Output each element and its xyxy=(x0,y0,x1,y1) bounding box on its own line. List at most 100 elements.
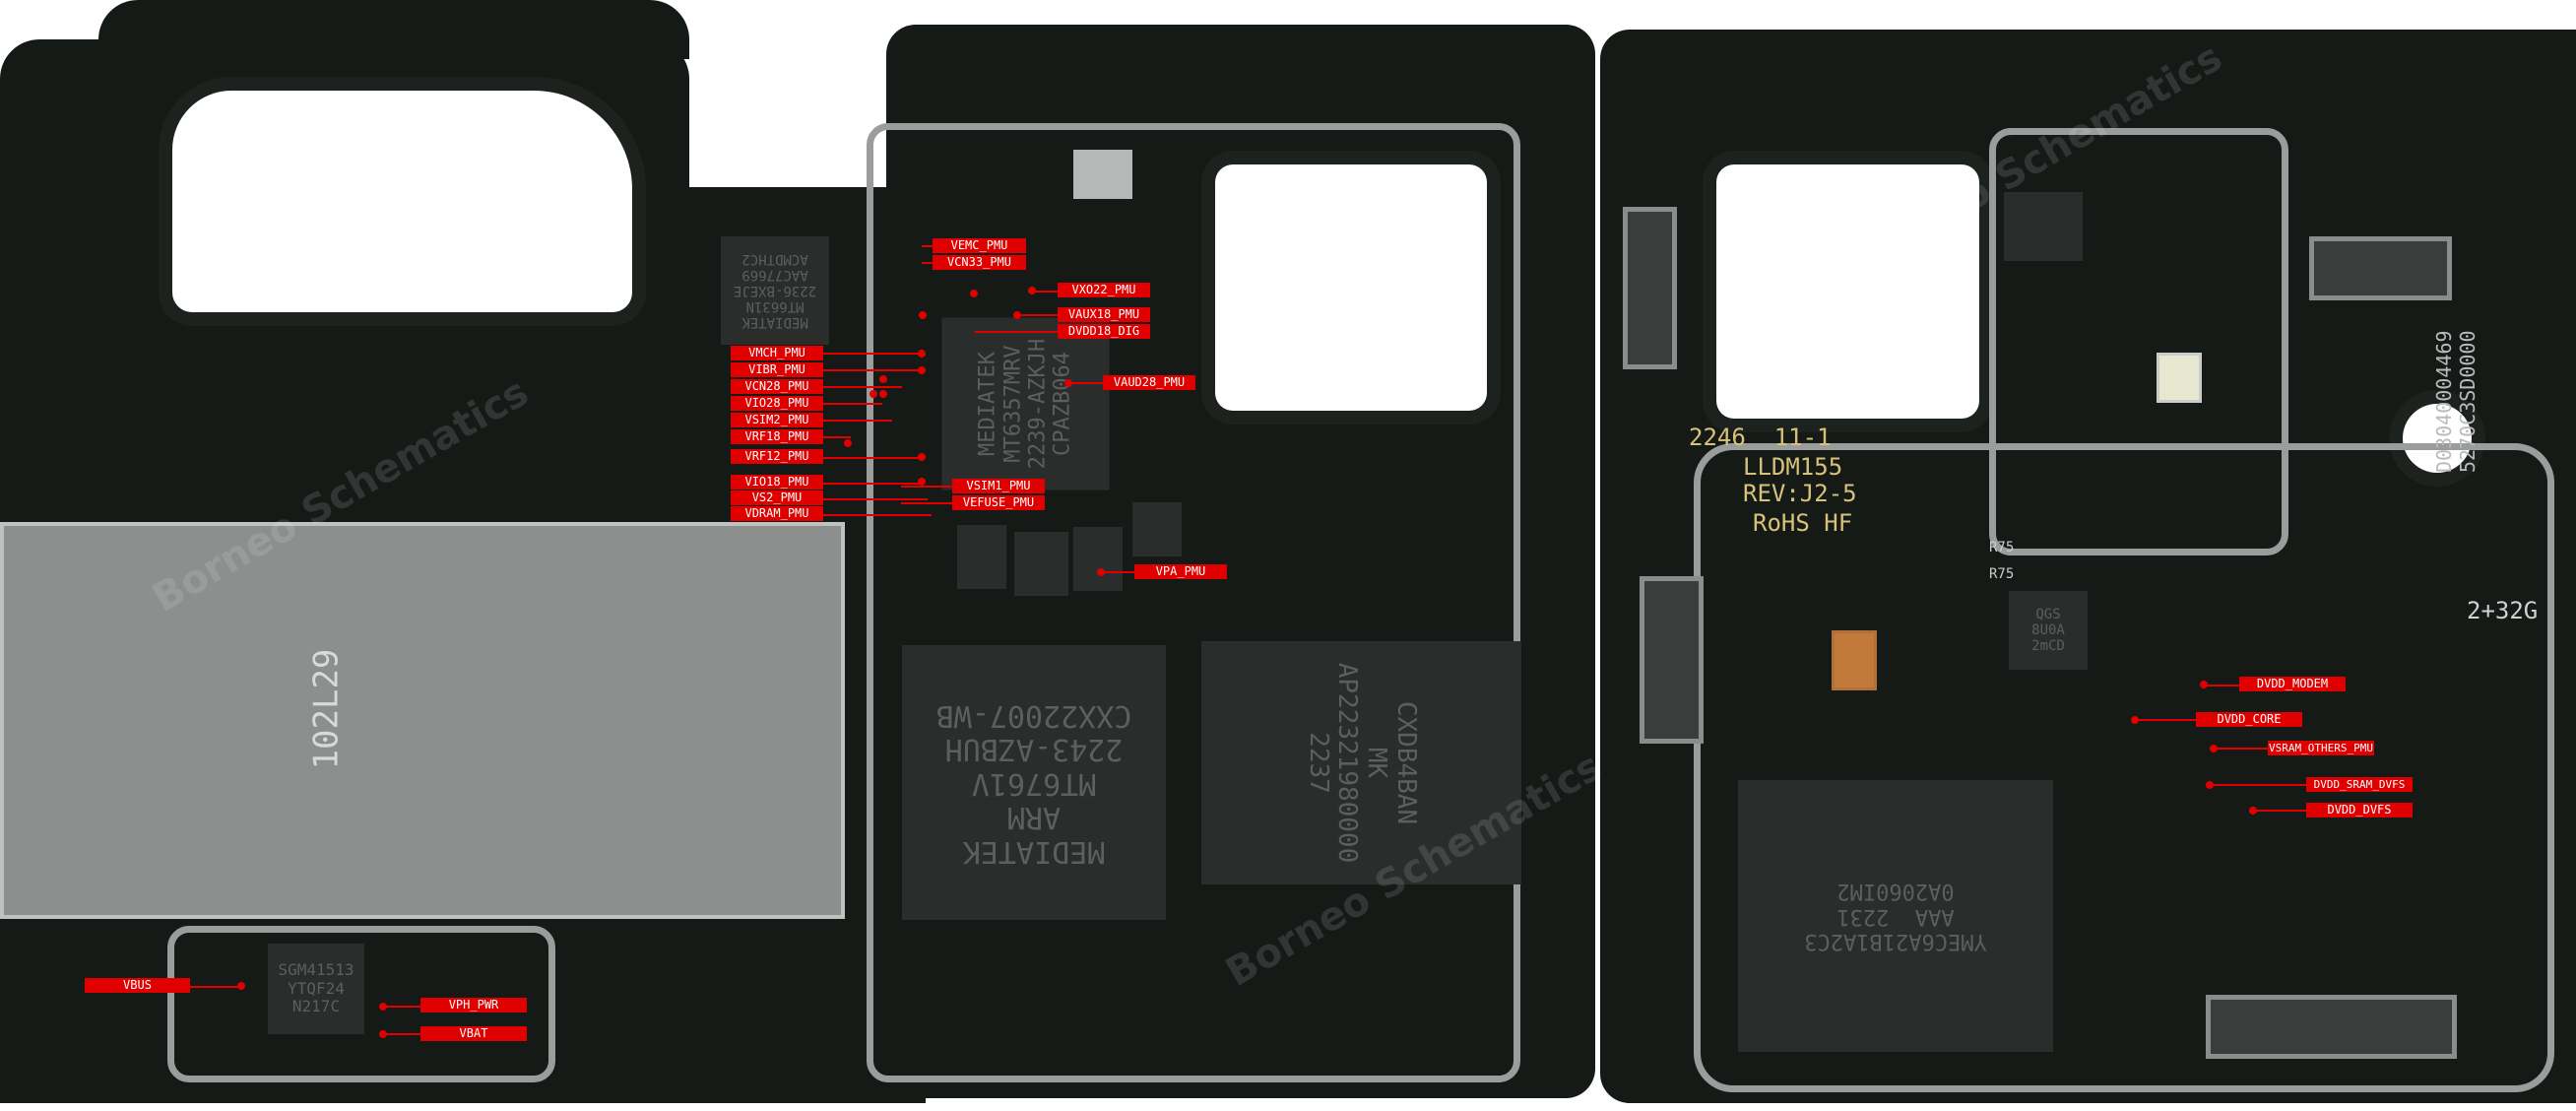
leader-line xyxy=(823,483,922,485)
label-vbus: VBUS xyxy=(85,978,190,993)
label-vsim1-pmu: VSIM1_PMU xyxy=(952,479,1045,493)
test-point-marker xyxy=(879,390,887,398)
silk-r75: R75 xyxy=(1989,540,2015,556)
left-board-top xyxy=(98,0,689,59)
test-point-marker xyxy=(918,478,926,486)
leader-line xyxy=(823,403,882,405)
test-point-marker xyxy=(1028,287,1036,294)
test-point-marker xyxy=(2131,716,2139,724)
test-point-marker xyxy=(2206,781,2214,789)
leader-line xyxy=(901,502,952,504)
board-connector xyxy=(1623,207,1677,369)
right-round-hole xyxy=(2403,404,2472,473)
label-vdram-pmu: VDRAM_PMU xyxy=(731,506,823,521)
label-vio28-pmu: VIO28_PMU xyxy=(731,396,823,411)
leader-line xyxy=(1069,382,1103,384)
silk-model: LLDM155 xyxy=(1743,453,1843,481)
leader-line xyxy=(1019,314,1059,316)
pmic-chip: MEDIATEK MT6357MRV 2239-AZKJH CPAZB064 xyxy=(941,317,1110,490)
small-ic: QGS 8U0A 2mCD xyxy=(2009,591,2088,670)
leader-line xyxy=(1034,291,1058,293)
silk-date-code: 2246 11-1 xyxy=(1689,424,1832,451)
leader-line xyxy=(823,498,928,500)
label-vrf18-pmu: VRF18_PMU xyxy=(731,429,823,444)
center-cutout xyxy=(1215,164,1487,411)
label-vcn33-pmu: VCN33_PMU xyxy=(933,255,1026,270)
leader-line xyxy=(2255,810,2306,812)
shield-outline xyxy=(867,123,1520,1082)
silk-memory-size: 2+32G xyxy=(2467,597,2539,624)
label-dvdd-modem: DVDD_MODEM xyxy=(2239,677,2346,691)
test-point-marker xyxy=(2249,807,2257,815)
leader-line xyxy=(2206,685,2239,686)
test-point-marker xyxy=(379,1003,387,1011)
silk-rohs: RoHS HF xyxy=(1753,509,1853,537)
inductor xyxy=(957,525,1006,589)
label-vxo22-pmu: VXO22_PMU xyxy=(1058,283,1150,297)
flash-led xyxy=(2157,353,2202,403)
label-vph-pwr: VPH_PWR xyxy=(420,998,527,1013)
test-point-marker xyxy=(918,453,926,461)
label-vrf12-pmu: VRF12_PMU xyxy=(731,449,823,464)
silk-serial: D03040004469 5270C3SD0000 xyxy=(2432,330,2479,474)
label-vs2-pmu: VS2_PMU xyxy=(731,490,823,505)
label-vaux18-pmu: VAUX18_PMU xyxy=(1058,307,1150,322)
modem-memory-chip: YMEC6A21B1A2C3 AAA 2231 0A2060IM2 xyxy=(1738,780,2053,1052)
leader-line xyxy=(2211,784,2306,786)
test-point-marker xyxy=(879,375,887,383)
tray-code: 102L29 xyxy=(306,648,347,770)
label-vsim2-pmu: VSIM2_PMU xyxy=(731,413,823,427)
label-vibr-pmu: VIBR_PMU xyxy=(731,362,823,377)
test-point-marker xyxy=(970,290,978,297)
test-point-marker xyxy=(2200,681,2208,688)
leader-line xyxy=(384,1033,420,1035)
leader-line xyxy=(823,420,892,422)
test-point-marker xyxy=(1097,568,1105,576)
label-vbat: VBAT xyxy=(420,1026,527,1041)
board-connector xyxy=(2206,995,2457,1059)
leader-line xyxy=(922,245,934,247)
inductor xyxy=(1014,532,1068,596)
label-vemc-pmu: VEMC_PMU xyxy=(933,238,1026,253)
leader-line xyxy=(823,514,932,516)
soc-chip: MEDIATEK ARM MT6761V 2243-AZBUH CXX22007… xyxy=(902,645,1166,920)
test-point-marker xyxy=(1064,379,1072,387)
board-connector xyxy=(2309,236,2452,300)
leader-line xyxy=(901,486,952,488)
leader-line xyxy=(1103,571,1134,573)
label-dvdd-sram-dvfs: DVDD_SRAM_DVFS xyxy=(2306,777,2413,792)
rf-chip-right xyxy=(2004,192,2083,261)
test-point-marker xyxy=(237,982,245,990)
test-point-marker xyxy=(918,366,926,374)
leader-line xyxy=(190,986,239,988)
leader-line xyxy=(823,386,902,388)
silk-rev: REV:J2-5 xyxy=(1743,480,1857,507)
leader-line xyxy=(823,353,922,355)
leader-line xyxy=(2216,748,2268,750)
label-vsram-others-pmu: VSRAM_OTHERS_PMU xyxy=(2268,741,2374,755)
test-point-marker xyxy=(844,439,852,447)
silk-r75: R75 xyxy=(1989,566,2015,582)
label-vpa-pmu: VPA_PMU xyxy=(1134,564,1227,579)
shield-outline xyxy=(1694,443,2554,1092)
test-point-marker xyxy=(918,350,926,358)
label-vefuse-pmu: VEFUSE_PMU xyxy=(952,495,1045,510)
leader-line xyxy=(922,262,934,264)
shield-outline xyxy=(167,926,555,1082)
test-point-marker xyxy=(869,390,877,398)
label-dvdd-dvfs: DVDD_DVFS xyxy=(2306,803,2413,817)
leader-line xyxy=(823,436,851,438)
leader-line xyxy=(384,1006,420,1008)
label-vcn28-pmu: VCN28_PMU xyxy=(731,379,823,394)
leader-line xyxy=(975,331,1059,333)
shield-outline xyxy=(1989,128,2288,556)
sim-tray xyxy=(0,522,845,919)
leader-line xyxy=(823,369,922,371)
coil-pad xyxy=(1832,630,1877,690)
leader-line xyxy=(2137,719,2196,721)
label-dvdd-core: DVDD_CORE xyxy=(2196,712,2302,727)
test-point-marker xyxy=(2210,745,2218,752)
label-vmch-pmu: VMCH_PMU xyxy=(731,346,823,360)
right-cutout xyxy=(1716,164,1979,419)
